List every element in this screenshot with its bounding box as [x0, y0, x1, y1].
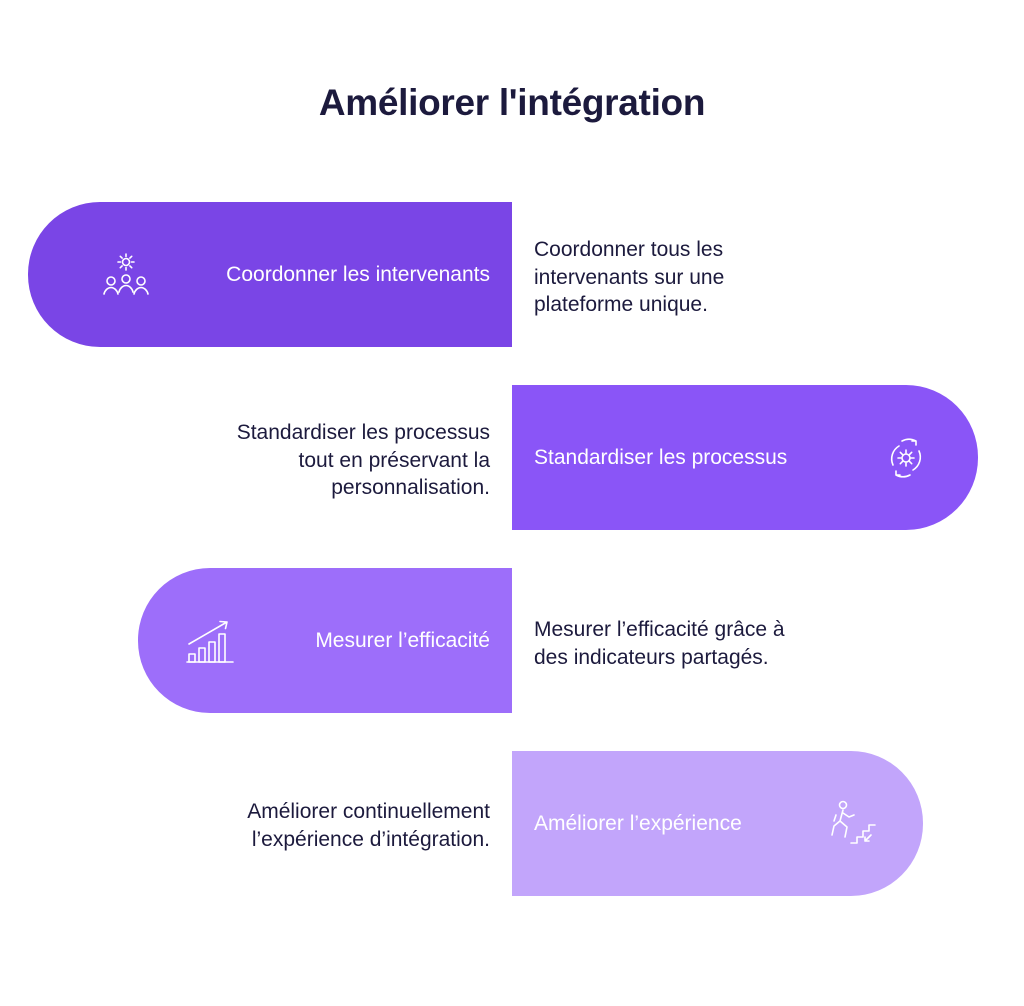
description-line: personnalisation. [331, 476, 490, 499]
description-line: intervenants sur une [534, 265, 725, 289]
step-standardiser-pill: Standardiser les processus [512, 385, 978, 530]
description-line: Coordonner tous les [534, 238, 724, 261]
step-coordonner-description: Coordonner tous les intervenants sur une… [534, 236, 864, 319]
description-line: tout en préservant la [298, 448, 490, 472]
description-line: Mesurer l’efficacité grâce à [534, 618, 785, 641]
step-standardiser-description: Standardiser les processus tout en prése… [150, 419, 490, 502]
step-mesurer-description: Mesurer l’efficacité grâce à des indicat… [534, 616, 864, 671]
description-line: Améliorer continuellement [247, 800, 490, 823]
description-line: Standardiser les processus [236, 421, 490, 444]
step-ameliorer-label: Améliorer l’expérience [534, 811, 742, 835]
step-ameliorer-description: Améliorer continuellement l’expérience d… [150, 798, 490, 853]
step-standardiser-label: Standardiser les processus [534, 445, 788, 469]
page-title: Améliorer l'intégration [318, 82, 706, 123]
step-coordonner-pill: Coordonner les intervenants [28, 202, 512, 347]
growth-chart-icon [180, 611, 240, 671]
step-mesurer-pill: Mesurer l’efficacité [138, 568, 512, 713]
description-line: plateforme unique. [534, 293, 708, 316]
step-mesurer-label: Mesurer l’efficacité [315, 628, 490, 652]
gear-cycle-icon [876, 428, 936, 488]
team-gear-icon [96, 245, 156, 305]
step-ameliorer-pill: Améliorer l’expérience [512, 751, 923, 896]
step-coordonner-label: Coordonner les intervenants [226, 262, 490, 286]
climbing-stairs-icon [822, 794, 882, 854]
description-line: des indicateurs partagés. [534, 645, 769, 669]
description-line: l’expérience d’intégration. [251, 827, 490, 851]
